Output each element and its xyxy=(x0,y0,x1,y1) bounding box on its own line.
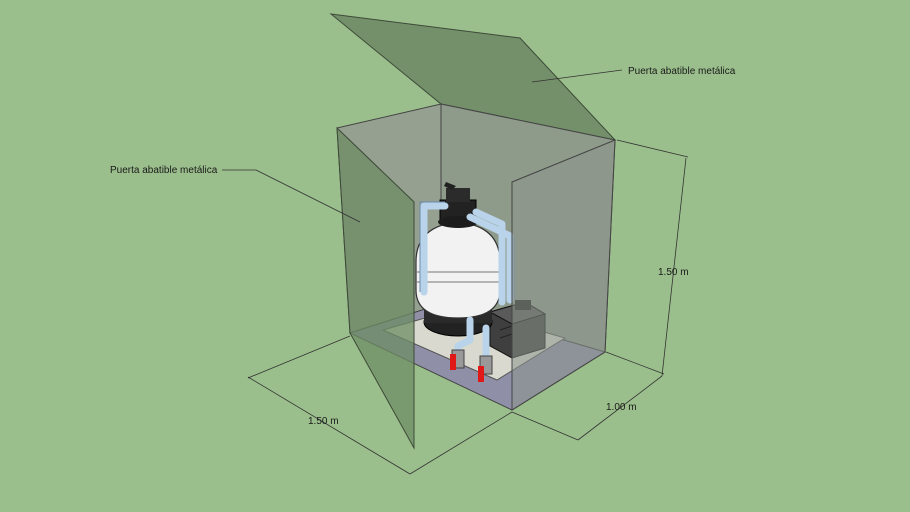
left-door-panel xyxy=(336,126,415,450)
valve-handle-right xyxy=(478,366,484,382)
pipes xyxy=(420,202,514,374)
label-height: 1.50 m xyxy=(658,267,689,278)
leader-lines xyxy=(222,69,623,223)
label-top-door: Puerta abatible metálica xyxy=(628,66,736,77)
right-door-panel xyxy=(511,139,616,411)
ball-valves xyxy=(450,349,493,382)
valve-handle-left xyxy=(450,354,456,370)
label-width: 1.50 m xyxy=(308,416,339,427)
dimension-lines xyxy=(247,139,689,475)
label-left-door: Puerta abatible metálica xyxy=(110,165,218,176)
filter-tank xyxy=(415,221,501,319)
label-depth: 1.00 m xyxy=(606,402,637,413)
